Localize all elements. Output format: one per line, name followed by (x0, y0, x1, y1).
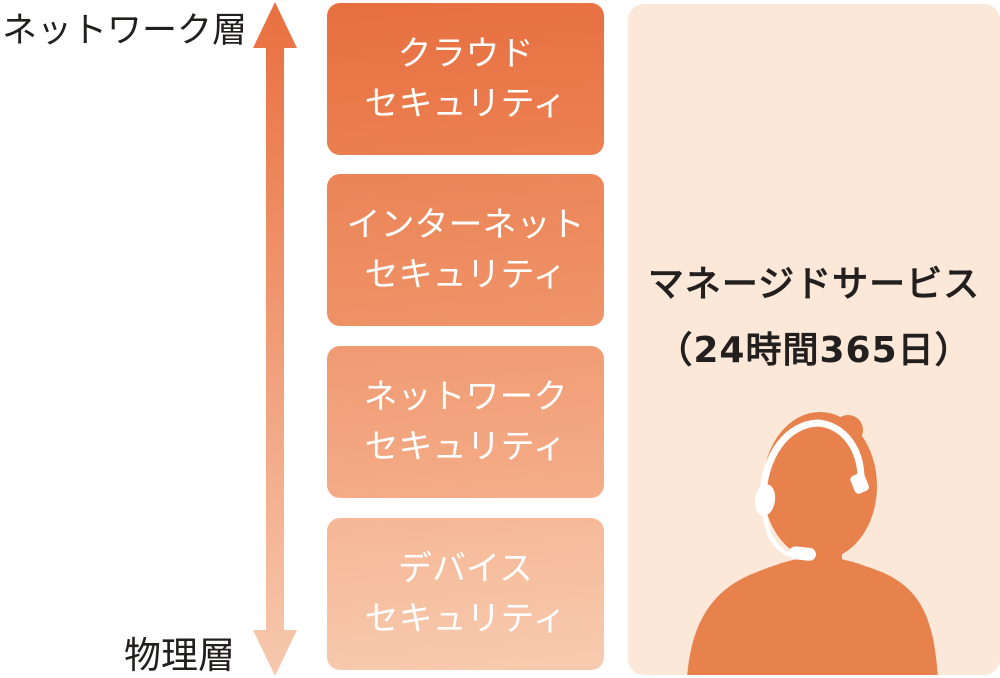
layer-label-line1: クラウド (397, 34, 534, 74)
network-layer-label: ネットワーク層 (2, 11, 248, 51)
managed-service-title: マネージドサービス （24時間365日） (628, 252, 1000, 384)
managed-service-title-line1: マネージドサービス (647, 264, 981, 305)
physical-layer-label: 物理層 (124, 634, 235, 677)
device-security-box: デバイス セキュリティ (327, 518, 604, 670)
layer-label-line2: セキュリティ (364, 255, 567, 295)
layer-label-line2: セキュリティ (364, 427, 567, 467)
cloud-security-box: クラウド セキュリティ (327, 3, 604, 155)
layer-label-line1: デバイス (398, 549, 533, 589)
layer-axis-arrow-icon (253, 2, 297, 676)
layer-label-line1: インターネット (346, 205, 585, 245)
managed-service-title-line2: （24時間365日） (656, 330, 972, 371)
managed-service-panel: マネージドサービス （24時間365日） (628, 4, 1000, 675)
network-security-box: ネットワーク セキュリティ (327, 346, 604, 498)
layer-label-line2: セキュリティ (364, 84, 567, 124)
layer-label-line2: セキュリティ (364, 599, 567, 639)
internet-security-box: インターネット セキュリティ (327, 174, 604, 326)
layer-label-line1: ネットワーク (363, 377, 568, 417)
call-center-operator-icon (687, 412, 938, 675)
